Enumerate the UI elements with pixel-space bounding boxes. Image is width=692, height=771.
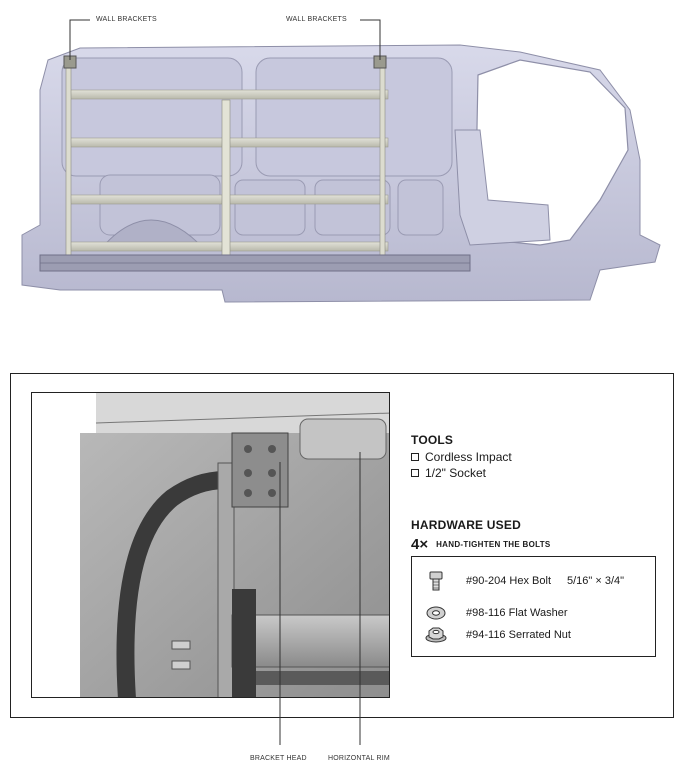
hex-bolt-icon: [429, 571, 443, 591]
instruction-panel: [10, 373, 674, 718]
hardware-part: #94-116 Serrated Nut: [466, 629, 571, 641]
bracket-detail-illustration: [32, 393, 389, 697]
bracket-head-callout: BRACKET HEAD: [250, 755, 307, 762]
hardware-part: #98-116 Flat Washer: [466, 607, 568, 619]
tool-item: Cordless Impact: [411, 449, 512, 465]
wall-brackets-callout-right: WALL BRACKETS: [286, 16, 347, 23]
hardware-size: 5/16" × 3/4": [567, 575, 625, 587]
hardware-item: #98-116 Flat Washer: [412, 603, 655, 623]
van-cargo-illustration: [21, 19, 661, 303]
tool-item: 1/2" Socket: [411, 465, 512, 481]
horizontal-rim-callout: HORIZONTAL RIM: [328, 755, 390, 762]
tool-label: 1/2" Socket: [425, 466, 486, 480]
flat-washer-icon: [426, 606, 446, 620]
wall-brackets-callout-left: WALL BRACKETS: [96, 16, 157, 23]
bracket-detail-view: [31, 392, 390, 698]
hardware-item: #90-204 Hex Bolt 5/16" × 3/4": [412, 571, 655, 591]
hardware-instruction: HAND-TIGHTEN THE BOLTS: [436, 540, 551, 549]
hardware-list-box: #90-204 Hex Bolt 5/16" × 3/4" #98-116 Fl…: [411, 556, 656, 657]
tools-list: Cordless Impact 1/2" Socket: [411, 449, 512, 481]
hardware-item: #94-116 Serrated Nut: [412, 625, 655, 645]
checkbox-icon: [411, 453, 419, 461]
tool-label: Cordless Impact: [425, 450, 512, 464]
hardware-heading: HARDWARE USED: [411, 518, 521, 532]
tools-heading: TOOLS: [411, 433, 454, 447]
hardware-quantity: 4×: [411, 536, 429, 553]
checkbox-icon: [411, 469, 419, 477]
serrated-nut-icon: [425, 627, 447, 643]
hardware-quantity-row: 4× HAND-TIGHTEN THE BOLTS: [411, 536, 551, 553]
hardware-part: #90-204 Hex Bolt: [466, 575, 551, 587]
